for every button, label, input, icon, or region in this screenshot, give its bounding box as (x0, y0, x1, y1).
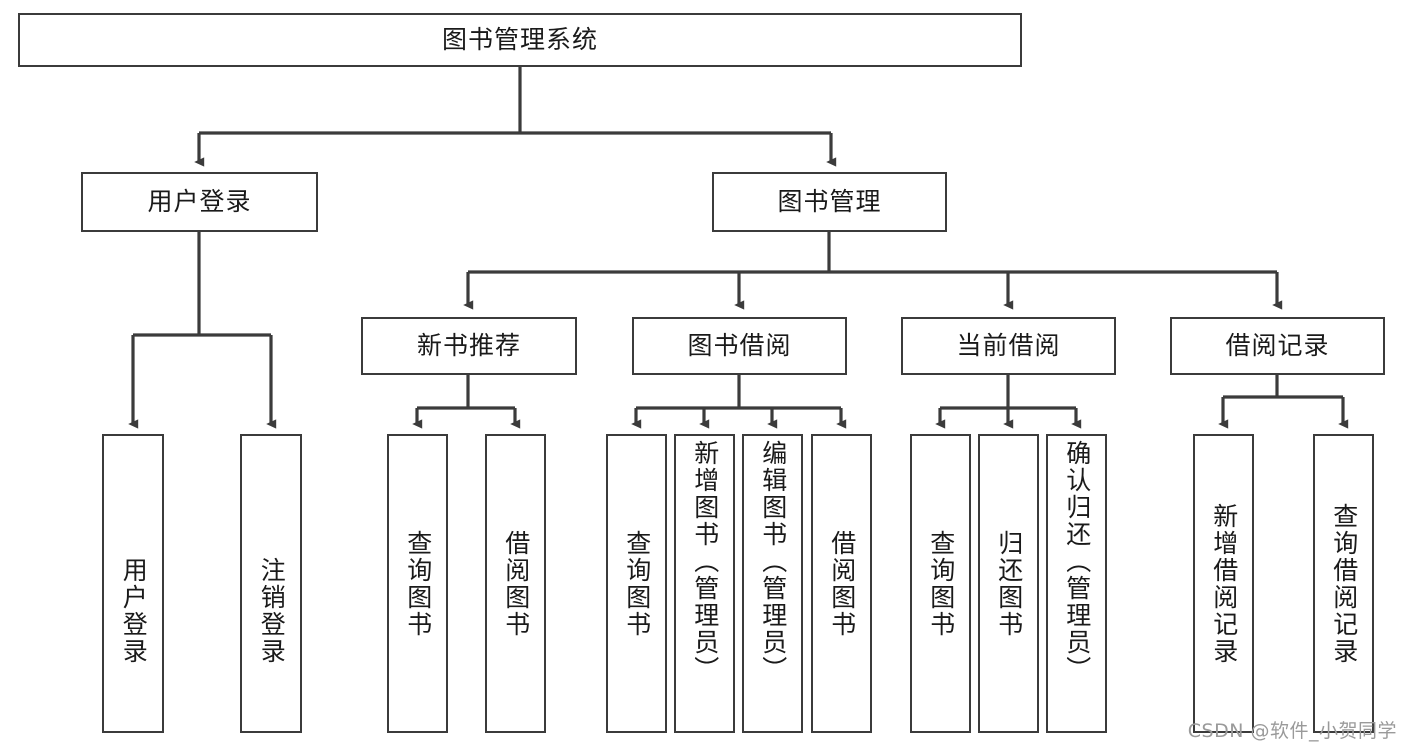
leaf-borrow-book-2[interactable]: 借阅图书 (811, 434, 872, 733)
leaf-query-book-3-label: 查询图书 (926, 529, 956, 638)
leaf-borrow-book-1-label: 借阅图书 (501, 529, 531, 638)
leaf-query-book-2[interactable]: 查询图书 (606, 434, 667, 733)
node-new-book-recommend[interactable]: 新书推荐 (361, 317, 577, 375)
node-book-manage-label: 图书管理 (777, 187, 882, 217)
leaf-borrow-book-2-label: 借阅图书 (827, 529, 857, 638)
node-current-borrow[interactable]: 当前借阅 (901, 317, 1116, 375)
leaf-query-book-2-label: 查询图书 (622, 529, 652, 638)
watermark-text: CSDN @软件_小贺同学 (1187, 720, 1397, 742)
leaf-query-book-3[interactable]: 查询图书 (910, 434, 971, 733)
leaf-query-borrow-record[interactable]: 查询借阅记录 (1313, 434, 1374, 733)
leaf-user-login[interactable]: 用户登录 (102, 434, 164, 733)
node-root[interactable]: 图书管理系统 (18, 13, 1022, 67)
node-borrow-record[interactable]: 借阅记录 (1170, 317, 1385, 375)
node-user-login-label: 用户登录 (147, 187, 252, 217)
node-book-manage[interactable]: 图书管理 (712, 172, 947, 232)
leaf-add-borrow-record[interactable]: 新增借阅记录 (1193, 434, 1254, 733)
leaf-add-borrow-record-label: 新增借阅记录 (1209, 502, 1239, 665)
leaf-edit-book-admin-label: 编辑图书（管理员） (758, 440, 788, 683)
leaf-edit-book-admin[interactable]: 编辑图书（管理员） (742, 434, 803, 733)
leaf-query-book-1[interactable]: 查询图书 (387, 434, 448, 733)
node-borrow-record-label: 借阅记录 (1225, 331, 1330, 361)
node-book-borrow[interactable]: 图书借阅 (632, 317, 847, 375)
leaf-add-book-admin-label: 新增图书（管理员） (690, 440, 720, 683)
node-book-borrow-label: 图书借阅 (687, 331, 792, 361)
leaf-logout-login-label: 注销登录 (257, 557, 287, 665)
leaf-query-borrow-record-label: 查询借阅记录 (1329, 502, 1359, 665)
leaf-return-book[interactable]: 归还图书 (978, 434, 1039, 733)
node-user-login[interactable]: 用户登录 (81, 172, 318, 232)
leaf-confirm-return-admin[interactable]: 确认归还（管理员） (1046, 434, 1107, 733)
leaf-query-book-1-label: 查询图书 (403, 529, 433, 638)
leaf-borrow-book-1[interactable]: 借阅图书 (485, 434, 546, 733)
leaf-confirm-return-admin-label: 确认归还（管理员） (1062, 440, 1092, 683)
node-root-label: 图书管理系统 (441, 25, 598, 55)
leaf-add-book-admin[interactable]: 新增图书（管理员） (674, 434, 735, 733)
leaf-user-login-label: 用户登录 (119, 557, 149, 665)
node-new-book-recommend-label: 新书推荐 (416, 331, 521, 361)
leaf-return-book-label: 归还图书 (994, 529, 1024, 638)
leaf-logout-login[interactable]: 注销登录 (240, 434, 302, 733)
node-current-borrow-label: 当前借阅 (956, 331, 1061, 361)
